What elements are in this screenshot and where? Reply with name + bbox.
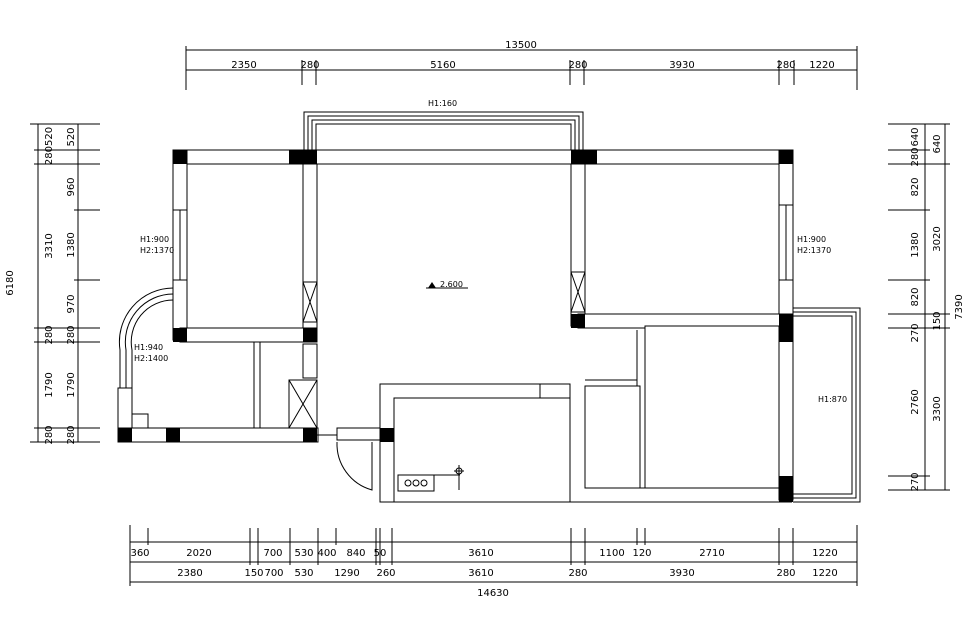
balcony-note: H1:870 xyxy=(818,395,847,404)
bottom-dimensions: 360 2020 700 530 400 840 50 3610 1100 12… xyxy=(129,525,858,599)
top-overall-dim: 13500 xyxy=(505,40,537,51)
bottom-r1-7: 50 xyxy=(374,548,387,559)
left-inner-7: 280 xyxy=(66,425,77,444)
left-inner-1: 520 xyxy=(66,127,77,146)
bottom-r2-9: 3930 xyxy=(669,568,694,579)
left-outer-4: 1790 xyxy=(44,372,55,397)
top-dim-6: 280 xyxy=(776,60,795,71)
top-dim-3: 5160 xyxy=(430,60,455,71)
left-outer-3: 280 xyxy=(44,325,55,344)
right-inner-5: 820 xyxy=(910,287,921,306)
top-dim-2: 280 xyxy=(300,60,319,71)
right-outer-total: 7390 xyxy=(954,294,965,319)
bottom-r2-8: 280 xyxy=(568,568,587,579)
bay-window-h2-note: H2:1400 xyxy=(134,354,168,363)
annotations: H1:900 H2:1370 H1:940 H2:1400 H1:900 H2:… xyxy=(134,235,847,404)
right-window-note: H1:900 xyxy=(797,235,826,244)
right-inner-2: 280 xyxy=(910,147,921,166)
top-dim-4: 280 xyxy=(568,60,587,71)
top-dim-1: 2350 xyxy=(231,60,256,71)
bottom-r2-10: 280 xyxy=(776,568,795,579)
elevation-marker: 2.600 xyxy=(426,280,468,289)
bottom-r2-1: 2380 xyxy=(177,568,202,579)
walls xyxy=(117,149,861,503)
right-outer-4: 3300 xyxy=(932,396,943,421)
bottom-r1-11: 2710 xyxy=(699,548,724,559)
bottom-r1-10: 120 xyxy=(632,548,651,559)
columns xyxy=(118,150,793,502)
bottom-r1-6: 840 xyxy=(346,548,365,559)
bottom-r1-8: 3610 xyxy=(468,548,493,559)
top-dimensions: 13500 2350 280 5160 280 3930 280 1220 xyxy=(185,40,858,90)
left-inner-2: 960 xyxy=(66,177,77,196)
bottom-overall-dim: 14630 xyxy=(477,588,509,599)
left-inner-5: 280 xyxy=(66,325,77,344)
bottom-r1-5: 400 xyxy=(317,548,336,559)
left-outer-5: 280 xyxy=(44,425,55,444)
bottom-r2-6: 260 xyxy=(376,568,395,579)
right-inner-4: 1380 xyxy=(910,232,921,257)
right-dimensions: 7390 640 3020 150 3300 640 280 820 1380 … xyxy=(888,123,965,492)
bottom-r1-12: 1220 xyxy=(812,548,837,559)
bottom-r1-3: 700 xyxy=(263,548,282,559)
top-window-note: H1:160 xyxy=(428,99,457,108)
top-dim-5: 3930 xyxy=(669,60,694,71)
left-dimensions: 6180 280520 3310 280 1790 280 520 960 13… xyxy=(5,123,100,445)
bottom-r2-7: 3610 xyxy=(468,568,493,579)
left-inner-4: 970 xyxy=(66,294,77,313)
right-inner-7: 2760 xyxy=(910,389,921,414)
right-outer-3: 150 xyxy=(932,311,943,330)
left-window-h2-note: H2:1370 xyxy=(140,246,174,255)
bottom-r2-2: 150 xyxy=(244,568,263,579)
bottom-r1-2: 2020 xyxy=(186,548,211,559)
top-dim-7: 1220 xyxy=(809,60,834,71)
right-inner-1: 640 xyxy=(910,127,921,146)
right-outer-2: 3020 xyxy=(932,226,943,251)
bottom-r2-11: 1220 xyxy=(812,568,837,579)
left-outer-1: 280520 xyxy=(44,127,55,165)
right-outer-1: 640 xyxy=(932,134,943,153)
right-window-h2-note: H2:1370 xyxy=(797,246,831,255)
bottom-r2-3: 700 xyxy=(264,568,283,579)
bottom-r1-1: 360 xyxy=(130,548,149,559)
bottom-r1-4: 530 xyxy=(294,548,313,559)
bottom-r1-9: 1100 xyxy=(599,548,624,559)
bay-window-note: H1:940 xyxy=(134,343,163,352)
right-inner-8: 270 xyxy=(910,472,921,491)
bottom-r2-4: 530 xyxy=(294,568,313,579)
left-inner-6: 1790 xyxy=(66,372,77,397)
left-inner-3: 1380 xyxy=(66,232,77,257)
elevation-label: 2.600 xyxy=(440,280,463,289)
right-inner-3: 820 xyxy=(910,177,921,196)
left-outer-2: 3310 xyxy=(44,233,55,258)
left-outer-total: 6180 xyxy=(5,270,16,295)
left-window-note: H1:900 xyxy=(140,235,169,244)
bottom-r2-5: 1290 xyxy=(334,568,359,579)
top-bay-window: H1:160 xyxy=(303,99,584,150)
right-inner-6: 270 xyxy=(910,323,921,342)
